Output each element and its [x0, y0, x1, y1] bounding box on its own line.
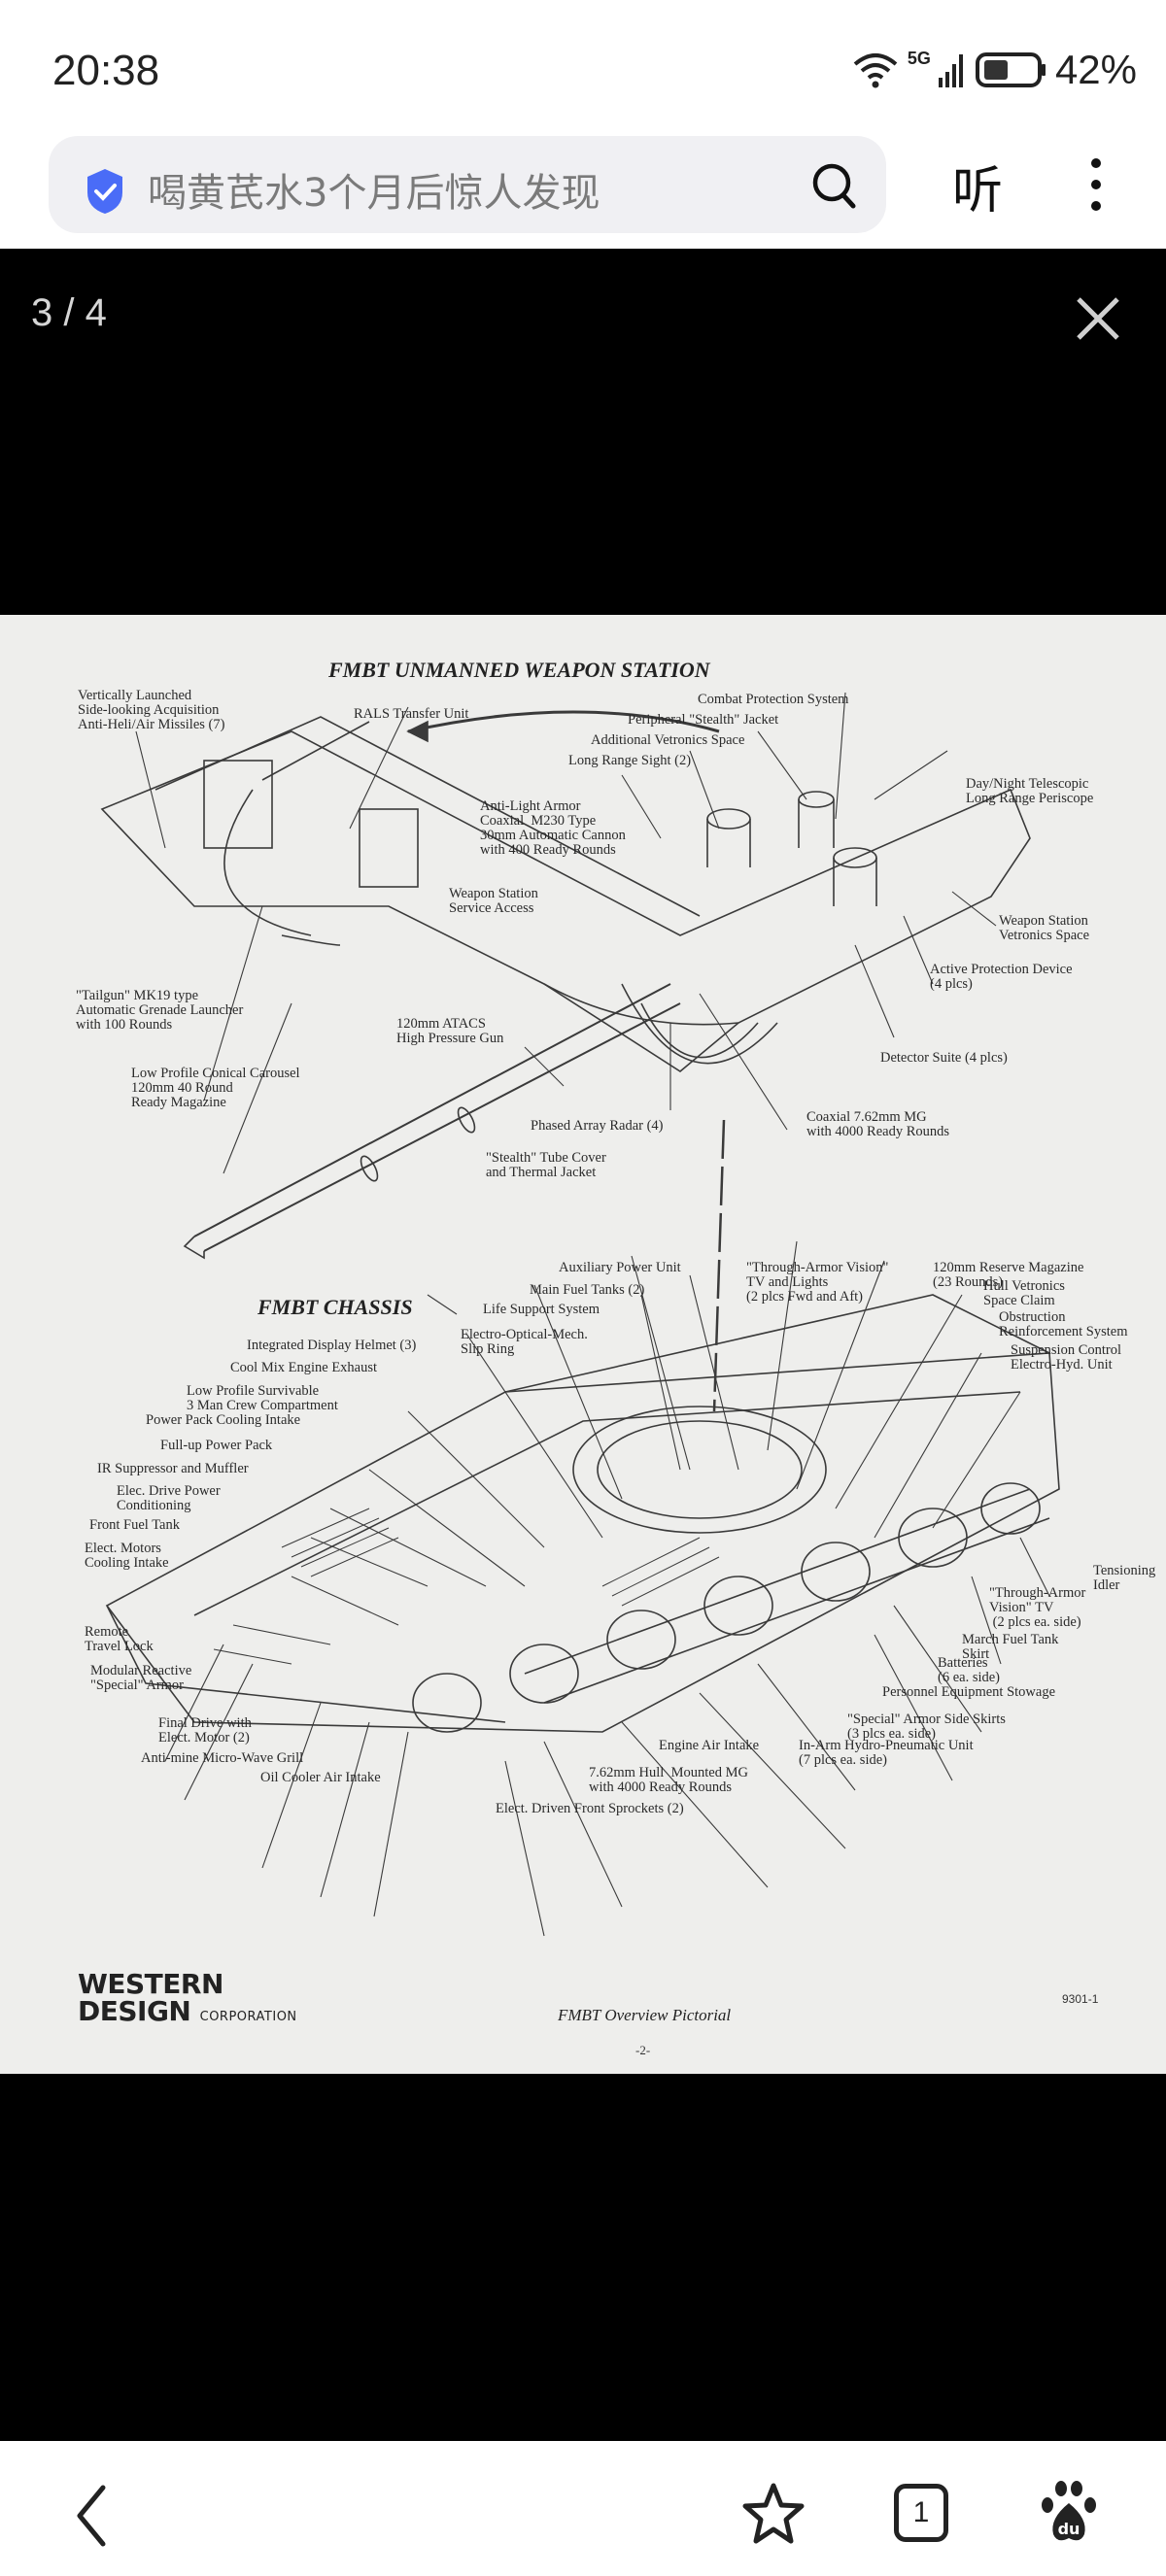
company-logo: WESTERN DESIGN CORPORATION — [78, 1971, 297, 2031]
turret-label: Detector Suite (4 plcs) — [880, 1050, 1008, 1066]
chassis-label: Elec. Drive Power Conditioning — [117, 1483, 221, 1513]
turret-label: Additional Vetronics Space — [591, 732, 745, 748]
document-title: FMBT Overview Pictorial — [558, 2006, 732, 2024]
chassis-label: Batteries (6 ea. side) — [938, 1655, 1001, 1685]
turret-label: Long Range Sight (2) — [568, 753, 692, 768]
chassis-label: Electro-Optical-Mech. Slip Ring — [461, 1327, 588, 1357]
close-icon[interactable] — [1069, 289, 1127, 348]
status-bar: 20:38 5G 42% — [0, 0, 1166, 126]
chassis-label: Engine Air Intake — [659, 1738, 760, 1753]
chassis-label: 120mm Reserve Magazine (23 Rounds) — [933, 1260, 1084, 1290]
turret-label: Weapon Station Vetronics Space — [999, 913, 1090, 943]
turret-label: Phased Array Radar (4) — [531, 1118, 664, 1134]
turret-label: "Tailgun" MK19 type Automatic Grenade La… — [76, 988, 244, 1033]
chassis-label: Obstruction Reinforcement System — [999, 1309, 1128, 1339]
chassis-label: March Fuel Tank Skirt — [962, 1632, 1059, 1662]
status-icons: 5G 42% — [851, 47, 1137, 93]
chassis-label: Tensioning Idler — [1093, 1563, 1156, 1593]
chassis-label: IR Suppressor and Muffler — [97, 1461, 249, 1476]
company-name-line1: WESTERN — [78, 1968, 223, 2000]
tabs-button[interactable]: 1 — [894, 2484, 948, 2542]
chassis-label: "Through-Armor Vision" TV (2 plcs ea. si… — [989, 1585, 1086, 1630]
document-code: 9301-1 — [1062, 1992, 1099, 2006]
signal-icon — [938, 54, 963, 87]
search-icon[interactable] — [810, 161, 859, 210]
turret-label: 120mm ATACS High Pressure Gun — [396, 1016, 504, 1046]
chassis-label: Full-up Power Pack — [160, 1438, 273, 1453]
baidu-paw-icon[interactable]: du — [1040, 2480, 1098, 2544]
page-number: -2- — [635, 2043, 651, 2057]
image-counter: 3 / 4 — [31, 291, 107, 334]
chassis-label: Oil Cooler Air Intake — [260, 1770, 381, 1785]
document-image[interactable]: FMBT UNMANNED WEAPON STATION FMBT CHASSI… — [0, 615, 1166, 2074]
chassis-label: Integrated Display Helmet (3) — [247, 1338, 417, 1353]
network-type: 5G — [907, 49, 931, 68]
chassis-label: Main Fuel Tanks (2) — [530, 1282, 645, 1298]
chassis-label: Suspension Control Electro-Hyd. Unit — [1011, 1342, 1121, 1373]
battery-percent: 42% — [1054, 47, 1137, 92]
chassis-label: Modular Reactive "Special" Armor — [90, 1663, 192, 1693]
wifi-icon — [853, 53, 898, 88]
more-options-icon[interactable] — [1086, 155, 1106, 214]
chassis-title: FMBT CHASSIS — [257, 1295, 413, 1319]
search-query: 喝黄芪水3个月后惊人发现 — [148, 171, 600, 216]
turret-label: Low Profile Conical Carousel 120mm 40 Ro… — [131, 1066, 300, 1110]
browser-toolbar: 喝黄芪水3个月后惊人发现 听 — [0, 126, 1166, 249]
chassis-label: Auxiliary Power Unit — [559, 1260, 681, 1275]
back-icon[interactable] — [72, 2484, 111, 2548]
chassis-label: Remote Travel Lock — [85, 1624, 154, 1654]
chassis-label: Front Fuel Tank — [89, 1517, 180, 1533]
turret-label: Weapon Station Service Access — [449, 886, 538, 916]
chassis-label: "Special" Armor Side Skirts (3 plcs ea. … — [847, 1712, 1006, 1742]
chassis-label: "Through-Armor Vision" TV and Lights (2 … — [746, 1260, 889, 1305]
chassis-label: Personnel Equipment Stowage — [882, 1684, 1056, 1700]
turret-title: FMBT UNMANNED WEAPON STATION — [328, 658, 710, 682]
turret-label: Peripheral "Stealth" Jacket — [628, 712, 779, 728]
chassis-label: Final Drive with Elect. Motor (2) — [158, 1715, 252, 1746]
image-viewer: 3 / 4 — [0, 249, 1166, 2441]
bottom-nav: 1 du — [0, 2441, 1166, 2576]
turret-label: "Stealth" Tube Cover and Thermal Jacket — [486, 1150, 606, 1180]
chassis-label: Anti-mine Micro-Wave Grill — [141, 1750, 304, 1766]
chassis-label: Life Support System — [483, 1302, 600, 1317]
chassis-label: Cool Mix Engine Exhaust — [230, 1360, 378, 1375]
battery-icon — [975, 52, 1046, 87]
turret-label: Vertically Launched Side-looking Acquisi… — [78, 688, 225, 732]
listen-button[interactable]: 听 — [952, 162, 1004, 220]
tab-count: 1 — [912, 2496, 930, 2528]
shield-check-icon — [87, 169, 122, 214]
company-name-line2: DESIGN — [78, 1995, 191, 2027]
company-suffix: CORPORATION — [199, 2010, 297, 2024]
chassis-label: Elect. Motors Cooling Intake — [85, 1541, 169, 1571]
chassis-label: Low Profile Survivable 3 Man Crew Compar… — [187, 1383, 338, 1413]
svg-text:du: du — [1058, 2520, 1080, 2538]
search-input[interactable]: 喝黄芪水3个月后惊人发现 — [49, 136, 886, 233]
turret-label: Combat Protection System — [698, 692, 849, 707]
chassis-label: 7.62mm Hull Mounted MG with 4000 Ready R… — [589, 1765, 748, 1795]
chassis-label: Power Pack Cooling Intake — [146, 1412, 301, 1428]
chassis-label: Hull Vetronics Space Claim — [983, 1278, 1065, 1308]
chassis-label: In-Arm Hydro-Pneumatic Unit (7 plcs ea. … — [799, 1738, 974, 1768]
bookmark-star-icon[interactable] — [740, 2482, 806, 2546]
turret-label: Day/Night Telescopic Long Range Periscop… — [966, 776, 1094, 806]
turret-label: Active Protection Device (4 plcs) — [930, 962, 1073, 992]
chassis-label: Elect. Driven Front Sprockets (2) — [496, 1801, 684, 1816]
turret-label: Coaxial 7.62mm MG with 4000 Ready Rounds — [806, 1109, 950, 1139]
status-time: 20:38 — [52, 47, 160, 94]
tank-cutaway-drawing — [100, 692, 1060, 1937]
turret-label: RALS Transfer Unit — [354, 706, 469, 722]
turret-label: Anti-Light Armor Coaxial M230 Type 30mm … — [480, 798, 626, 858]
